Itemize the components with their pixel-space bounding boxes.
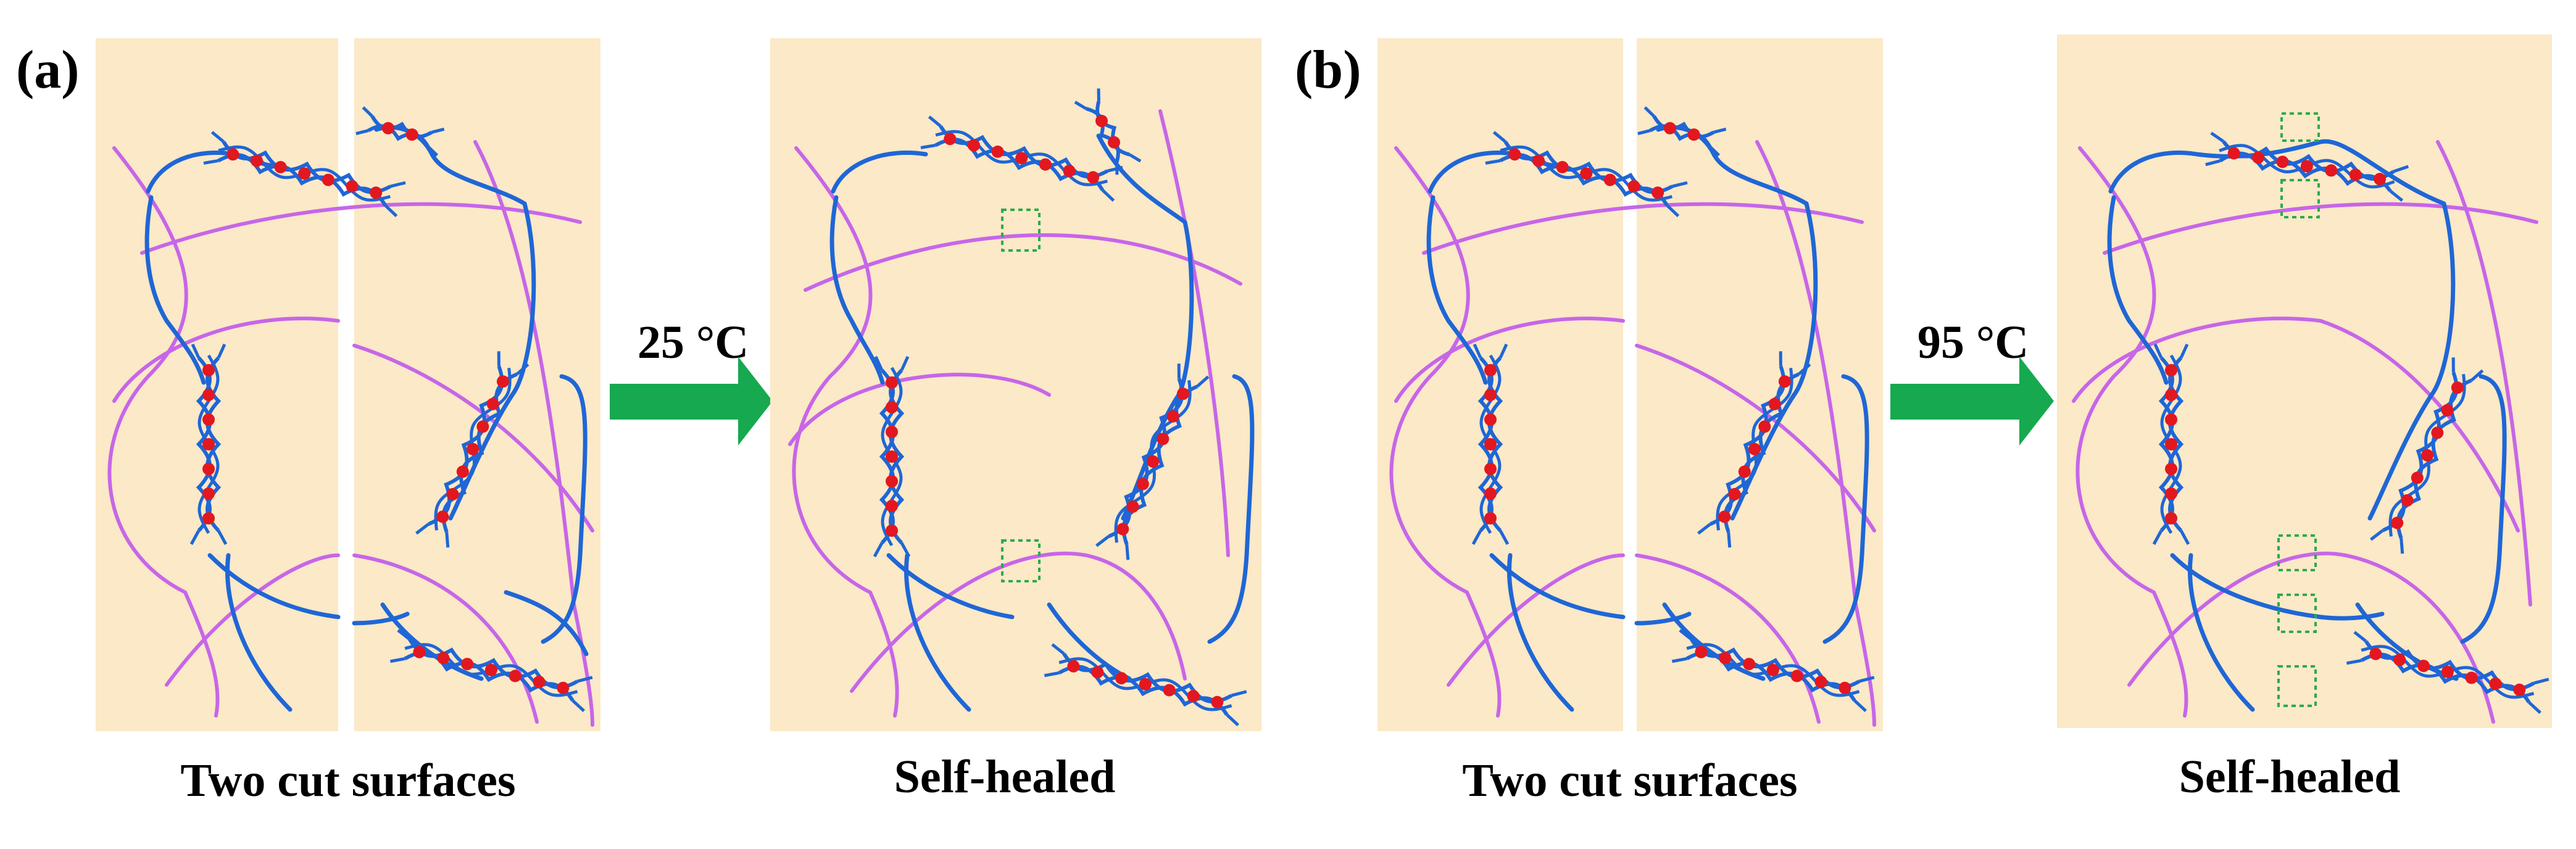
healed-caption: Self-healed — [2179, 751, 2401, 803]
panel-label: (b) — [1295, 40, 1361, 100]
panel-b: (b) — [1295, 35, 2552, 806]
reformed-bond-marker — [1001, 209, 1041, 252]
healed-background — [770, 38, 1261, 731]
arrow-shape — [610, 357, 773, 445]
healed-sample — [770, 38, 1261, 731]
temperature-label: 25 °C — [638, 317, 749, 368]
cut-sample — [1377, 38, 1883, 731]
right-cut-piece — [1637, 38, 1883, 731]
reformed-bond-marker — [2280, 179, 2320, 218]
panel-a: (a) — [16, 38, 1261, 806]
arrow-shape — [1890, 357, 2054, 445]
cut-caption: Two cut surfaces — [1462, 755, 1797, 806]
cut-sample — [96, 38, 600, 731]
reformed-bond-marker — [2277, 665, 2317, 707]
reformed-bond-marker — [2277, 594, 2317, 633]
reformed-bond-marker — [1001, 539, 1041, 582]
panel-label: (a) — [16, 40, 80, 100]
healed-caption: Self-healed — [894, 751, 1116, 803]
reformed-bond-marker — [2280, 112, 2320, 142]
healed-background — [2057, 35, 2552, 728]
cut-caption: Two cut surfaces — [180, 755, 515, 806]
process-arrow: 95 °C — [1890, 317, 2054, 445]
process-arrow: 25 °C — [610, 317, 773, 445]
healed-sample — [2057, 35, 2552, 728]
temperature-label: 95 °C — [1917, 317, 2029, 368]
reformed-bond-marker — [2277, 534, 2317, 571]
